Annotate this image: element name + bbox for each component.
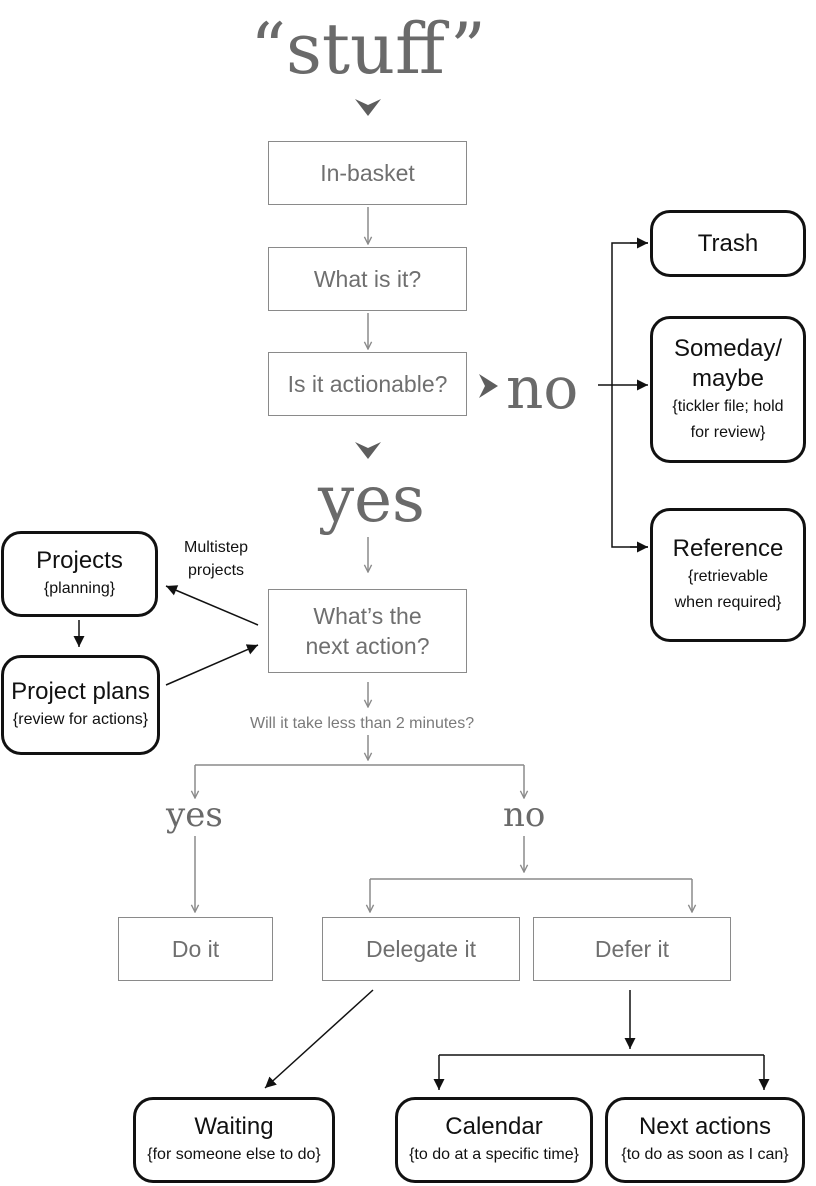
next-action-line-1: What’s the xyxy=(313,602,422,629)
no-label-small: no xyxy=(503,795,546,835)
trash-title: Trash xyxy=(697,229,759,257)
defer-it-label: Defer it xyxy=(594,935,670,962)
do-it-box: Do it xyxy=(118,917,273,981)
chevron-down-icon xyxy=(355,99,381,116)
two-minutes-question: Will it take less than 2 minutes? xyxy=(250,715,475,732)
multistep-line-1: Multistep xyxy=(183,539,249,556)
trash-box: Trash xyxy=(650,210,806,277)
do-it-label: Do it xyxy=(171,935,220,962)
next-actions-box: Next actions {to do as soon as I can} xyxy=(605,1097,805,1183)
someday-note-line-1: {tickler file; hold xyxy=(672,397,784,415)
waiting-title: Waiting xyxy=(194,1113,274,1141)
no-label-main: no xyxy=(506,354,579,422)
no-branch-bracket xyxy=(611,242,648,548)
someday-title-line-2: maybe xyxy=(691,364,765,392)
arrow-plans-to-nextaction xyxy=(165,644,259,686)
reference-title: Reference xyxy=(672,535,784,563)
next-actions-title: Next actions xyxy=(638,1113,772,1141)
actionable-label: Is it actionable? xyxy=(287,370,448,397)
chevron-right-icon xyxy=(479,374,498,398)
diagram-title: “stuff” xyxy=(250,8,486,90)
in-basket-label: In-basket xyxy=(320,159,415,186)
multistep-line-2: projects xyxy=(187,562,245,580)
reference-box: Reference {retrievable when required} xyxy=(650,508,806,642)
someday-title-line-1: Someday/ xyxy=(673,334,783,362)
calendar-title: Calendar xyxy=(445,1113,543,1141)
arrow-delegate-to-waiting xyxy=(264,989,374,1089)
project-plans-title: Project plans xyxy=(11,678,150,706)
actionable-box: Is it actionable? xyxy=(268,352,467,416)
delegate-it-box: Delegate it xyxy=(322,917,520,981)
project-plans-note: {review for actions} xyxy=(12,711,149,729)
yes-label-small: yes xyxy=(166,795,223,835)
projects-box: Projects {planning} xyxy=(1,531,158,617)
waiting-box: Waiting {for someone else to do} xyxy=(133,1097,335,1183)
project-plans-box: Project plans {review for actions} xyxy=(1,655,160,755)
in-basket-box: In-basket xyxy=(268,141,467,205)
delegate-it-label: Delegate it xyxy=(366,935,476,962)
someday-note-line-2: for review} xyxy=(690,423,766,441)
reference-note-line-1: {retrievable xyxy=(687,568,769,586)
waiting-note: {for someone else to do} xyxy=(147,1146,321,1164)
next-actions-note: {to do as soon as I can} xyxy=(621,1146,789,1164)
calendar-note: {to do at a specific time} xyxy=(409,1146,579,1164)
someday-maybe-box: Someday/ maybe {tickler file; hold for r… xyxy=(650,316,806,463)
projects-title: Projects xyxy=(36,547,123,575)
next-action-box: What’s the next action? xyxy=(268,589,467,673)
calendar-box: Calendar {to do at a specific time} xyxy=(395,1097,593,1183)
reference-note-line-2: when required} xyxy=(674,594,782,611)
projects-note: {planning} xyxy=(43,580,116,598)
what-is-it-box: What is it? xyxy=(268,247,467,311)
yes-label-main: yes xyxy=(318,463,425,537)
defer-it-box: Defer it xyxy=(533,917,731,981)
multistep-label: Multistep projects xyxy=(172,536,260,582)
what-is-it-label: What is it? xyxy=(313,265,422,292)
next-action-line-2: next action? xyxy=(305,633,430,659)
arrow-to-projects xyxy=(165,585,259,626)
chevron-down-icon xyxy=(355,442,381,459)
